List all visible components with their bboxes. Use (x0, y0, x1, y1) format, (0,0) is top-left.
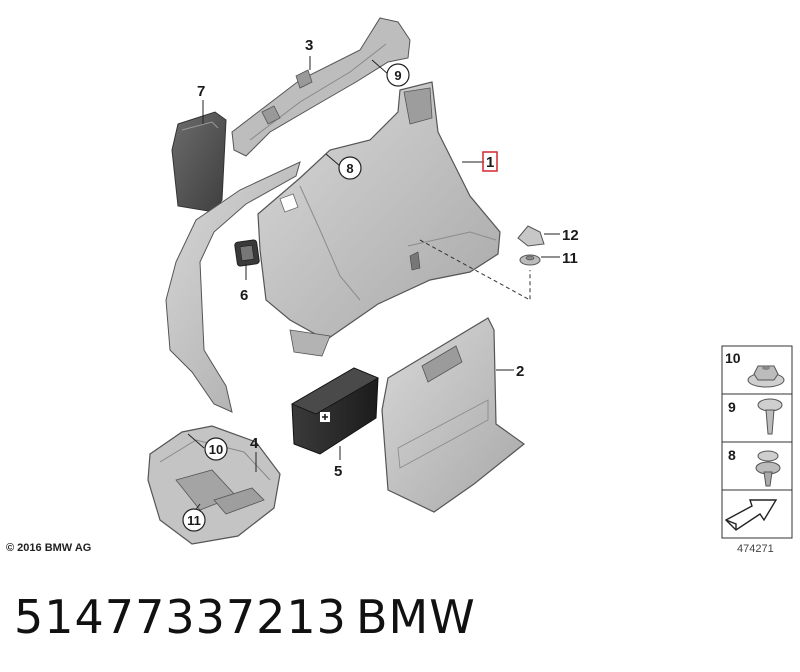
legend-item-8: 8 (728, 447, 781, 487)
legend-item-10: 10 (725, 350, 785, 388)
callout-4: 4 (250, 435, 259, 452)
callout-3: 3 (305, 37, 313, 54)
callout-2: 2 (516, 363, 524, 380)
part-2-cover-panel (381, 317, 525, 513)
svg-text:6: 6 (240, 287, 248, 304)
expanding-rivet-icon (757, 398, 783, 435)
svg-text:10: 10 (209, 442, 223, 457)
callout-12: 12 (562, 227, 579, 244)
svg-text:1: 1 (486, 154, 494, 171)
leader-lines (187, 56, 560, 521)
circled-callout-11: 11 (182, 508, 206, 532)
circled-callout-8: 8 (338, 156, 362, 180)
callout-1-highlighted: 1 (482, 151, 498, 172)
legend-item-9: 9 (728, 398, 783, 435)
svg-text:8: 8 (346, 161, 353, 176)
callout-11: 11 (562, 250, 578, 267)
diagram-id: 474271 (737, 543, 774, 555)
svg-text:7: 7 (197, 83, 205, 100)
svg-text:5: 5 (334, 463, 342, 480)
clip-icon (755, 450, 781, 487)
svg-text:9: 9 (728, 399, 736, 415)
nut-icon (747, 365, 785, 388)
part-7-pillar-cover (171, 111, 227, 213)
svg-text:11: 11 (562, 250, 578, 267)
svg-text:3: 3 (305, 37, 313, 54)
part-5-first-aid-kit (291, 367, 379, 455)
brand-name: BMW (356, 590, 476, 644)
fastener-legend: 10 9 8 (721, 345, 793, 539)
part-number: 51477337213 (14, 590, 347, 644)
callout-6: 6 (240, 287, 248, 304)
part-1-side-trim-panel (257, 81, 501, 357)
legend-item-arrow (724, 499, 778, 531)
callout-5: 5 (334, 463, 342, 480)
part-3-upper-bracket (231, 17, 411, 157)
part-6-bezel (234, 239, 260, 267)
circled-callout-9: 9 (386, 63, 410, 87)
part-4-bracket-assembly (147, 425, 281, 545)
pillar-trim (165, 161, 301, 413)
svg-text:10: 10 (725, 350, 741, 366)
callout-7: 7 (197, 83, 205, 100)
svg-text:4: 4 (250, 435, 259, 452)
arrow-icon (724, 499, 778, 531)
circled-callout-10: 10 (204, 437, 228, 461)
part-11-fastener (519, 254, 541, 266)
svg-text:9: 9 (394, 68, 401, 83)
svg-text:2: 2 (516, 363, 524, 380)
svg-text:8: 8 (728, 447, 736, 463)
svg-text:12: 12 (562, 227, 579, 244)
svg-text:11: 11 (187, 513, 201, 528)
part-12-fastener (517, 225, 545, 247)
copyright-notice: © 2016 BMW AG (6, 542, 92, 554)
